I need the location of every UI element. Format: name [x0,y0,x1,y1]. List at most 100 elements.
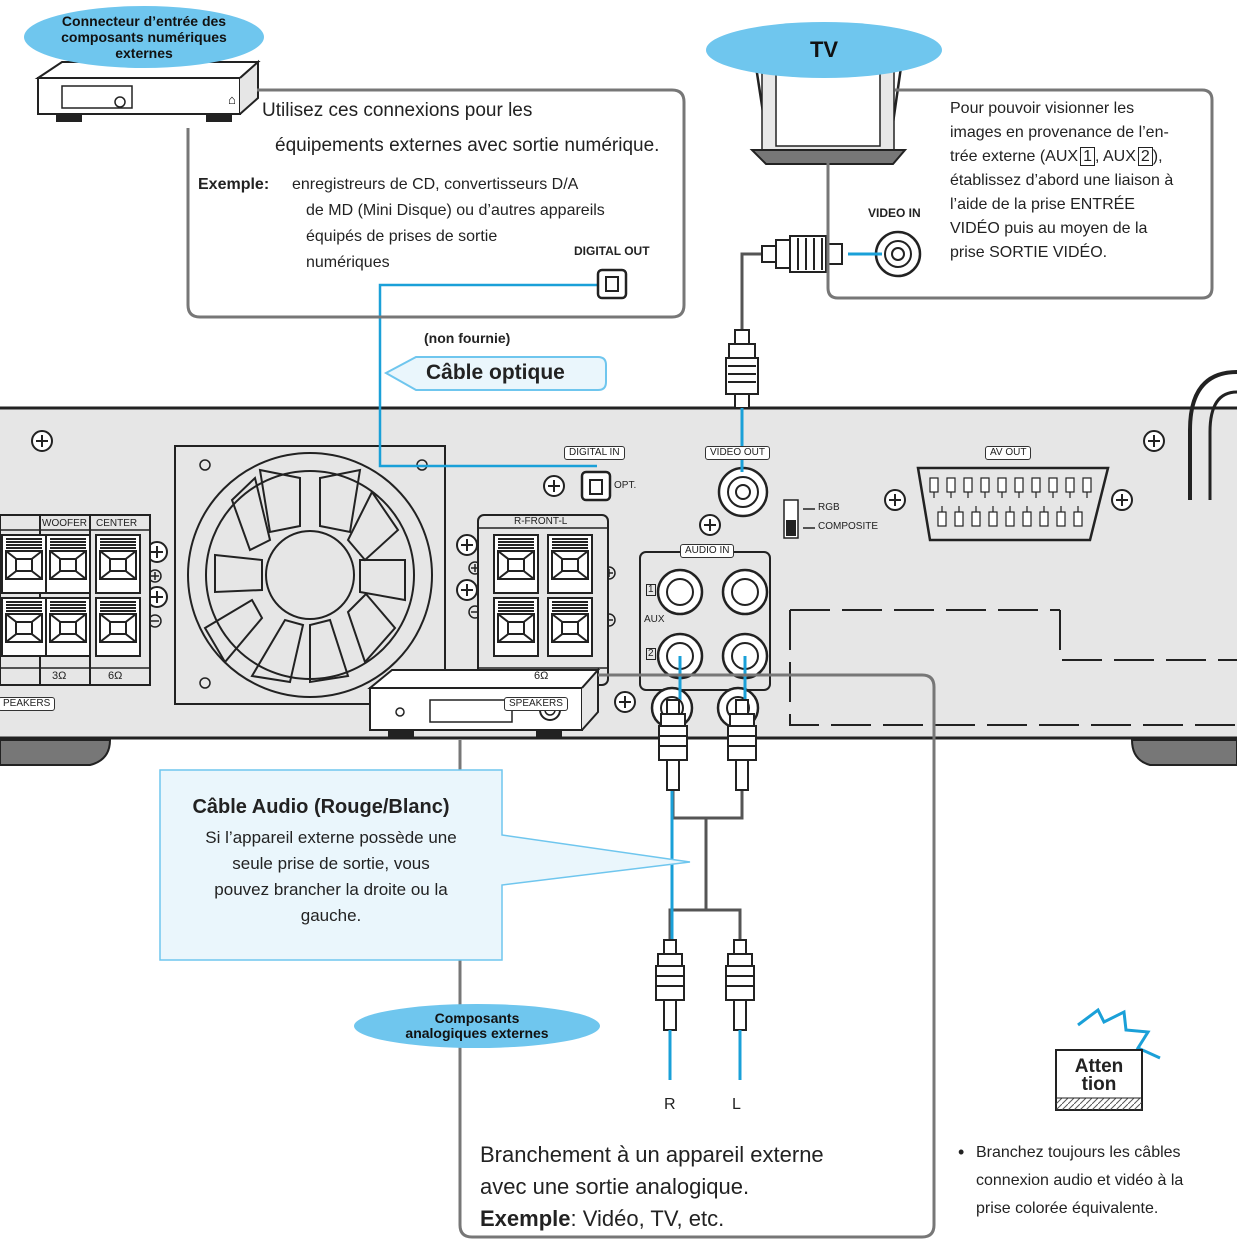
example-line1: enregistreurs de CD, convertisseurs D/A [292,176,579,193]
aux-1-box: 1 [1080,147,1095,166]
attention-line3: prise colorée équivalente. [976,1200,1159,1217]
scart-pin [1073,511,1083,527]
scart-pin [980,477,990,493]
speaker-terminal [95,534,141,594]
aux-label: AUX [644,614,665,625]
attention-bullet: • [958,1142,965,1162]
speaker-terminal [547,534,593,594]
speaker-terminal [1,534,47,594]
audio-cable-info-box [159,769,691,961]
tv-info-box [826,88,1214,300]
audio-cable-line4: gauche. [300,906,362,925]
center-label: CENTER [96,518,138,529]
tv-bubble: TV [706,22,942,78]
r-front-l-label: R-FRONT-L [514,516,568,527]
audio-cable [668,656,747,1025]
ohm-6-label: 6Ω [108,670,123,682]
tv-desc-text: , AUX [1094,148,1136,165]
scart-pin [1014,477,1024,493]
scart-pin [937,511,947,527]
attention-line2: connexion audio et vidéo à la [976,1172,1184,1189]
attention-line1: Branchez toujours les câbles [976,1144,1181,1161]
attention-icon [1055,1007,1161,1111]
receiver-rear-panel [0,370,1237,766]
example-line3: équipés de prises de sortie [306,228,498,245]
audio-cable-line3: pouvez brancher la droite ou la [214,880,448,899]
scart-pin [1022,511,1032,527]
tv-video-in-jack[interactable] [874,230,922,278]
rgb-composite-switch[interactable] [783,499,815,539]
digital-components-bubble: Connecteur d’entrée des composants numér… [24,6,264,68]
speaker-terminal [95,597,141,657]
audio-in-label: AUDIO IN [680,544,735,558]
av-out-label: AV OUT [985,446,1032,460]
tv-desc-line1: Pour pouvoir visionner les [950,100,1135,117]
ohm-3-label: 3Ω [52,670,67,682]
bubble-line: externes [115,45,173,61]
jack-r-label: R [664,1096,676,1113]
video-out-label: VIDEO OUT [705,446,771,460]
digital-device-illustration: ⌂ [34,59,261,122]
optical-input-jack[interactable] [580,470,612,502]
optical-title: Câble optique [426,361,565,384]
tv-desc-text: ), [1152,148,1163,165]
composite-label: COMPOSITE [818,521,879,532]
jack-l-label: L [732,1096,741,1113]
tv-illustration [749,58,908,165]
attention-word: Atten [1074,1056,1124,1077]
aux-2-label: 2 [646,648,656,660]
analog-line2: avec une sortie analogique. [480,1174,750,1199]
bubble-line: Connecteur d’entrée des [61,13,227,29]
attention-word: tion [1081,1074,1117,1095]
rca-plug [725,939,755,1031]
example-line4: numériques [306,254,390,271]
speaker-terminal [493,597,539,657]
tv-desc-line7: prise SORTIE VIDÉO. [950,244,1108,261]
ohm-6-label: 6Ω [534,670,549,682]
bubble-line: composants numériques [61,29,227,45]
scart-av-out[interactable] [916,466,1110,542]
speaker-terminal [547,597,593,657]
rgb-label: RGB [818,502,840,513]
analog-info-box [458,673,936,1239]
scart-pin [1031,477,1041,493]
example-line2: de MD (Mini Disque) ou d’autres appareil… [306,202,605,219]
speaker-terminal [1,597,47,657]
digital-info-box [186,88,686,319]
audio-in-panel [639,551,771,691]
attention-icon-text: Atten tion [1064,1056,1134,1095]
scart-pin [988,511,998,527]
fan-grille [174,445,446,705]
analog-example-text: : Vidéo, TV, etc. [570,1206,725,1231]
digital-out-jack[interactable] [596,268,628,300]
analog-components-bubble: Composants analogiques externes [354,1004,600,1048]
scart-pin [971,511,981,527]
example-label: Exemple: [198,176,270,193]
speakers-left-label: PEAKERS [0,697,56,711]
scart-pin [929,477,939,493]
scart-pin [1056,511,1066,527]
scart-pin [963,477,973,493]
speaker-terminal [493,534,539,594]
rca-plug [727,699,757,791]
audio-cable-line1: Si l’appareil externe possède une [205,828,457,847]
video-cable [740,252,762,330]
digital-in-label: DIGITAL IN [564,446,625,460]
video-out-jack[interactable] [717,466,769,518]
bubble-line: Composants [434,1010,520,1026]
aux-2-box: 2 [1137,147,1153,166]
rca-plug [655,939,685,1031]
speaker-terminal [45,534,91,594]
digital-intro-line1: Utilisez ces connexions pour les [262,100,533,121]
scart-pin [954,511,964,527]
bubble-line: analogiques externes [405,1025,549,1041]
aux-1-label: 1 [646,584,656,596]
rca-plug [658,699,688,791]
analog-example: Exemple: Vidéo, TV, etc. [480,1206,724,1232]
digital-intro-line2: équipements externes avec sortie numériq… [275,135,660,156]
tv-desc-line4: établissez d’abord une liaison à [950,172,1174,189]
svg-text:⌂: ⌂ [228,92,236,107]
scart-pin [1048,477,1058,493]
